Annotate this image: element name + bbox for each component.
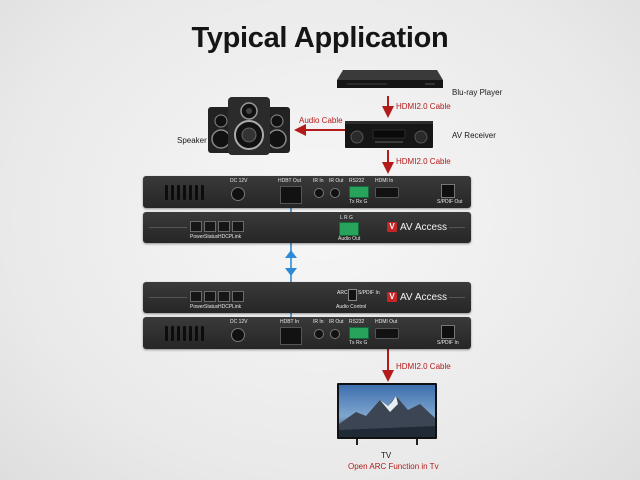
tx-audio-terminal — [339, 222, 359, 236]
tx-rs232-label: RS232 — [349, 178, 365, 184]
rx-spdif-in-label: S/PDIF In — [358, 290, 380, 296]
rx-rs232-label: RS232 — [349, 319, 365, 325]
transmitter-front-panel: Power Status HDCP Link L R G Audio Out V… — [143, 212, 471, 243]
rx-ir-port — [314, 329, 324, 339]
rx-hdmi-port — [375, 328, 399, 339]
tx-brand-text: AV Access — [400, 222, 448, 233]
tx-rs232-terminal — [349, 186, 369, 198]
tx-dc-port — [231, 187, 245, 201]
tx-lrg-label: L R G — [340, 215, 353, 221]
rx-led-hdcp: HDCP — [218, 304, 233, 310]
hdbt-arrow-up — [285, 250, 297, 258]
rx-arc-label: ARC — [337, 290, 348, 296]
rx-rs232-terminal — [349, 327, 369, 339]
av-receiver-icon — [345, 121, 433, 148]
rx-led-link: Link — [232, 304, 242, 310]
tv-icon — [337, 383, 437, 445]
tx-hdbt-port — [280, 186, 302, 204]
rx-hdbt-port — [280, 327, 302, 345]
diagram-title: Typical Application — [191, 22, 449, 54]
rx-irout-label: IR Out — [329, 319, 344, 325]
tx-irout-port — [330, 188, 340, 198]
tx-hdmi-port — [375, 187, 399, 198]
speaker-label: Speaker — [177, 136, 207, 145]
tx-txrx-label: Tx Rx G — [349, 199, 368, 205]
rx-txrx-label: Tx Rx G — [349, 340, 368, 346]
rx-arc-switch — [348, 289, 357, 301]
bluray-player-icon — [337, 70, 443, 88]
rx-dc-port — [231, 328, 245, 342]
receiver-front-panel: Power Status HDCP Link ARC S/PDIF In Aud… — [143, 282, 471, 313]
receiver-rear-panel: DC 12V HDBT In IR In IR Out RS232 Tx Rx … — [143, 317, 471, 349]
tx-front-stripe-right — [449, 227, 465, 228]
tx-spdif-port — [441, 184, 455, 198]
rx-spdif-port — [441, 325, 455, 339]
hdmi-cable-label-3: HDMI2.0 Cable — [396, 362, 451, 371]
rx-led-status: Status — [204, 304, 219, 310]
tx-led-power: Power — [190, 234, 205, 240]
speaker-icon — [208, 97, 290, 155]
rx-hdmi-label: HDMI Out — [375, 319, 398, 325]
av-access-logo-icon: V — [387, 292, 397, 303]
tx-hdbt-label: HDBT Out — [278, 178, 301, 184]
rx-ir-label: IR In — [313, 319, 324, 325]
hdbt-arrow-down — [285, 268, 297, 276]
tx-audio-out-label: Audio Out — [338, 236, 361, 242]
tx-led-link: Link — [232, 234, 242, 240]
rx-dc-label: DC 12V — [230, 319, 248, 325]
rx-spdif-label: S/PDIF In — [437, 340, 459, 346]
rx-audio-control-label: Audio Control — [336, 304, 367, 310]
rx-brand-text: AV Access — [400, 292, 448, 303]
tx-ir-label: IR In — [313, 178, 324, 184]
tx-dc-label: DC 12V — [230, 178, 248, 184]
av-access-logo-icon: V — [387, 222, 397, 233]
hdmi-cable-label-2: HDMI2.0 Cable — [396, 157, 451, 166]
tv-arc-note: Open ARC Function in Tv — [348, 462, 439, 471]
rx-front-stripe — [149, 297, 187, 298]
tx-led-hdcp: HDCP — [218, 234, 233, 240]
tx-hdmi-label: HDMI In — [375, 178, 394, 184]
tx-spdif-label: S/PDIF Out — [437, 199, 463, 205]
rx-hdbt-label: HDBT In — [280, 319, 300, 325]
tx-ir-port — [314, 188, 324, 198]
tx-irout-label: IR Out — [329, 178, 344, 184]
tx-led-status: Status — [204, 234, 219, 240]
rx-irout-port — [330, 329, 340, 339]
rx-front-stripe-right — [449, 297, 465, 298]
av-receiver-label: AV Receiver — [452, 131, 496, 140]
tv-label: TV — [381, 451, 392, 460]
transmitter-rear-panel: DC 12V HDBT Out IR In IR Out RS232 Tx Rx… — [143, 176, 471, 208]
rx-led-power: Power — [190, 304, 205, 310]
bluray-label: Blu-ray Player — [452, 88, 503, 97]
hdmi-cable-label-1: HDMI2.0 Cable — [396, 102, 451, 111]
audio-cable-label: Audio Cable — [299, 116, 343, 125]
tx-front-stripe — [149, 227, 187, 228]
